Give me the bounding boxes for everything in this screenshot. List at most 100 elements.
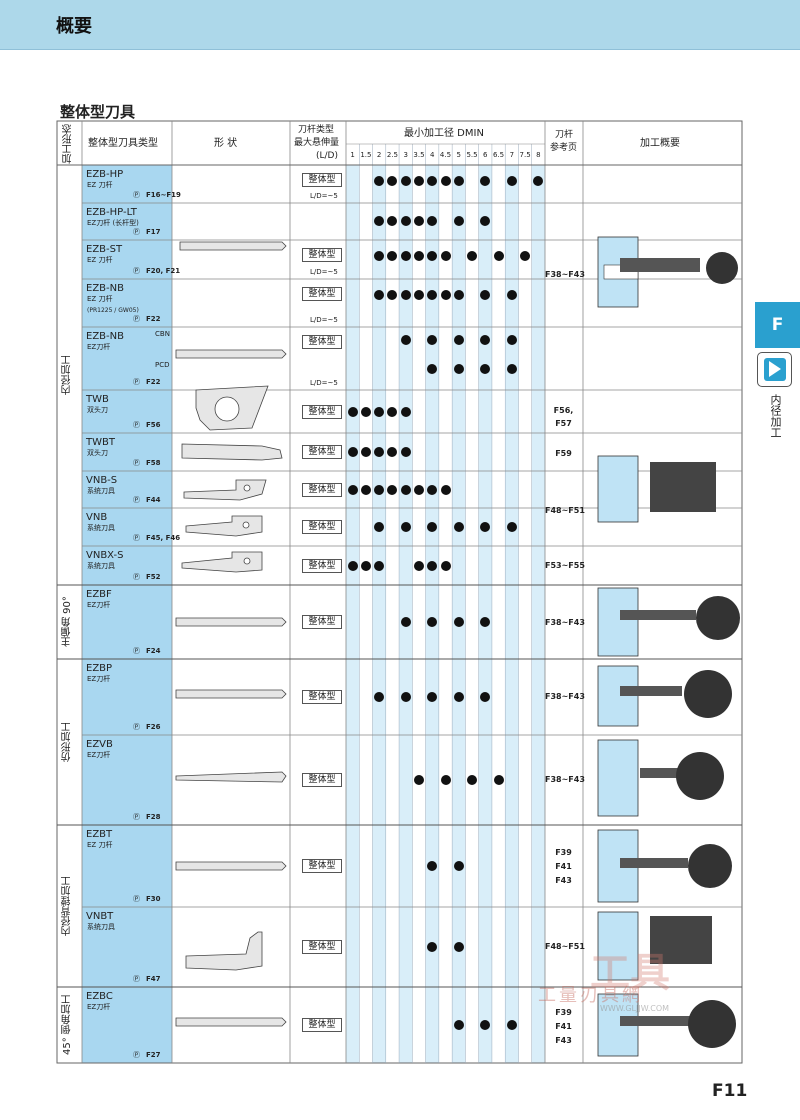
ref-page: F43: [555, 876, 572, 885]
page-ref: F45, F46: [146, 534, 181, 542]
ref-page: F53~F55: [545, 561, 585, 570]
header-ref-2: 参考页: [550, 143, 578, 153]
ref-icon: Ⓟ: [133, 813, 140, 821]
availability-dot: [413, 176, 424, 186]
availability-dot: [480, 364, 491, 374]
availability-dot: [374, 290, 385, 300]
ref-icon: Ⓟ: [133, 534, 140, 542]
holder-type-badge: 整体型: [302, 445, 342, 459]
ref-icon: Ⓟ: [133, 573, 140, 581]
availability-dot: [506, 176, 517, 186]
availability-dot: [374, 692, 385, 702]
overhang-ratio: L/D=~5: [310, 268, 338, 276]
page-ref: F20, F21: [146, 267, 181, 275]
diameter-label: 7: [509, 151, 515, 159]
play-triangle-icon: [769, 361, 781, 377]
tool-name: EZB-ST: [86, 244, 123, 255]
availability-dot: [493, 251, 504, 261]
availability-dot: [387, 251, 398, 261]
holder-type-badge: 整体型: [302, 940, 342, 954]
header-overview: 加工概要: [640, 138, 680, 149]
ref-icon: Ⓟ: [133, 975, 140, 983]
availability-dot: [427, 561, 438, 571]
tool-name: EZB-HP-LT: [86, 207, 137, 218]
holder-type-badge: 整体型: [302, 1018, 342, 1032]
availability-dot: [440, 290, 451, 300]
availability-dot: [413, 485, 424, 495]
process-label: 仿形加工: [62, 722, 73, 762]
tool-subtitle: EZ刀杆: [87, 1003, 111, 1011]
availability-dot: [413, 561, 424, 571]
availability-dot: [427, 290, 438, 300]
availability-dot: [427, 216, 438, 226]
process-label: 内径背镗加工: [62, 876, 73, 936]
availability-dot: [387, 407, 398, 417]
availability-dot: [427, 861, 438, 871]
availability-dot: [427, 942, 438, 952]
tool-subtitle: 双头刀: [87, 406, 108, 414]
availability-dot: [400, 485, 411, 495]
availability-dot: [374, 251, 385, 261]
availability-dot: [453, 335, 464, 345]
page-ref: F16~F19: [146, 191, 181, 199]
ref-icon: Ⓟ: [133, 421, 140, 429]
tool-subtitle: EZ刀杆 (长杆型): [87, 219, 139, 227]
availability-dot: [440, 561, 451, 571]
tool-subtitle: EZ 刀杆: [87, 256, 113, 264]
page-ref: F52: [146, 573, 161, 581]
ref-icon: Ⓟ: [133, 895, 140, 903]
availability-dot: [387, 447, 398, 457]
tool-subtitle: EZ刀杆: [87, 675, 111, 683]
availability-dot: [427, 485, 438, 495]
holder-type-badge: 整体型: [302, 773, 342, 787]
ref-page: F38~F43: [545, 270, 585, 279]
tool-name: VNBT: [86, 911, 114, 922]
availability-dot: [360, 561, 371, 571]
tool-name: EZB-NB: [86, 283, 124, 294]
diameter-label: 1.5: [360, 151, 372, 159]
availability-dot: [374, 216, 385, 226]
section-tab-f[interactable]: F: [755, 302, 800, 348]
ref-icon: Ⓟ: [133, 647, 140, 655]
availability-dot: [506, 335, 517, 345]
availability-dot: [453, 861, 464, 871]
header-ref-1: 刀杆: [555, 130, 574, 140]
watermark-logo: 工具: [590, 950, 670, 996]
availability-dot: [427, 335, 438, 345]
watermark-text: 工量刃具網: [538, 985, 643, 1006]
ref-page: F39: [555, 1008, 572, 1017]
availability-dot: [480, 1020, 491, 1030]
availability-dot: [506, 364, 517, 374]
availability-dot: [347, 561, 358, 571]
availability-dot: [400, 692, 411, 702]
ref-icon: Ⓟ: [133, 378, 140, 386]
diameter-label: 5: [456, 151, 461, 159]
holder-type-badge: 整体型: [302, 335, 342, 349]
availability-dot: [467, 251, 478, 261]
availability-dot: [387, 485, 398, 495]
availability-dot: [453, 1020, 464, 1030]
availability-dot: [374, 447, 385, 457]
availability-dot: [506, 1020, 517, 1030]
diameter-label: 4: [429, 151, 435, 159]
page-ref: F22: [146, 315, 161, 323]
holder-type-badge: 整体型: [302, 859, 342, 873]
page-ref: F24: [146, 647, 161, 655]
diameter-label: 3.5: [413, 151, 425, 159]
availability-dot: [400, 251, 411, 261]
availability-dot: [453, 522, 464, 532]
header-shape: 形 状: [214, 138, 238, 149]
ref-icon: Ⓟ: [133, 1051, 140, 1059]
diameter-label: 2: [376, 151, 382, 159]
diameter-label: 5.5: [466, 151, 478, 159]
ref-page: F41: [555, 862, 572, 871]
availability-dot: [453, 617, 464, 627]
page-ref: F17: [146, 228, 161, 236]
tool-name: EZB-NB: [86, 331, 124, 342]
tool-subtitle-2: (PR1225 / GW05): [87, 307, 139, 314]
availability-dot: [387, 176, 398, 186]
availability-dot: [427, 364, 438, 374]
overhang-ratio: L/D=~5: [310, 192, 338, 200]
diameter-label: 1: [350, 151, 355, 159]
